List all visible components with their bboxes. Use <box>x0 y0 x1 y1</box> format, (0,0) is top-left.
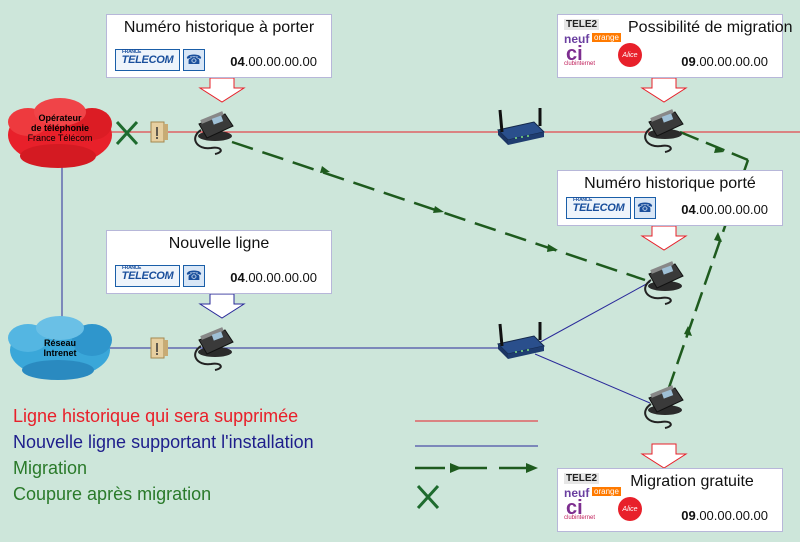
isp-logos: TELE2 neuf orange ci clubinternet Alice <box>564 19 646 69</box>
phone-icon <box>193 327 235 372</box>
box-title: Possibilité de migration <box>628 19 793 36</box>
migration-arrowhead <box>684 326 692 336</box>
cloud-operator-label: Opérateur de téléphonie France Télécom <box>10 113 110 143</box>
box-title: Migration gratuite <box>630 473 754 490</box>
migration-arrowhead <box>714 146 724 153</box>
box-number: 04.00.00.00.00 <box>230 270 317 285</box>
cloud-operator-line1: Opérateur <box>38 113 82 123</box>
cloud-operator-line2: de téléphonie <box>30 123 89 133</box>
box-title: Numéro historique à porter <box>123 19 315 36</box>
phone-icon <box>643 261 685 306</box>
phone-icon: ☎ <box>183 265 205 287</box>
phone-icon: ☎ <box>634 197 656 219</box>
legend-cut: Coupure après migration <box>13 484 212 504</box>
isp-logos: TELE2 neuf orange ci clubinternet Alice <box>564 473 646 523</box>
router-icon <box>496 320 546 361</box>
down-arrow-icon <box>199 293 245 319</box>
cloud-internet-line2: Intrenet <box>43 348 77 358</box>
down-arrow-icon <box>199 77 245 103</box>
migration-arrowhead <box>320 166 330 173</box>
box-number: 04.00.00.00.00 <box>230 54 317 69</box>
legend-migration: Migration <box>13 458 88 478</box>
phone-icon <box>643 385 685 430</box>
router-to-phone-bottom <box>534 353 651 404</box>
box-free-migration: TELE2 neuf orange ci clubinternet Alice … <box>557 468 783 532</box>
migration-path-1 <box>231 140 646 282</box>
box-title: Nouvelle ligne <box>168 235 270 252</box>
cut-cross-icon <box>115 120 139 146</box>
router-icon <box>496 106 546 147</box>
phone-icon <box>193 111 235 156</box>
legend-historic-line: Ligne historique qui sera supprimée <box>13 406 299 426</box>
cloud-internet-line1: Réseau <box>43 338 77 348</box>
down-arrow-icon <box>641 443 687 469</box>
box-number: 09.00.00.00.00 <box>681 508 768 523</box>
phone-icon: ☎ <box>183 49 205 71</box>
migration-arrowhead <box>433 206 444 213</box>
box-title: Numéro historique porté <box>584 175 756 192</box>
cloud-internet-label: Réseau Intrenet <box>10 338 110 358</box>
migration-arrowhead <box>547 244 558 252</box>
router-to-phone-mid <box>534 281 651 346</box>
cloud-operator-line3: France Télécom <box>27 133 93 143</box>
down-arrow-icon <box>641 225 687 251</box>
cut-cross-icon <box>416 484 440 510</box>
legend-new-line: Nouvelle ligne supportant l'installation <box>13 432 314 452</box>
migration-arrowhead <box>714 232 722 242</box>
wall-socket-icon <box>150 337 169 359</box>
cloud-icon <box>8 316 112 380</box>
box-migration-possibility: TELE2 neuf orange ci clubinternet Alice … <box>557 14 793 78</box>
box-number: 04.00.00.00.00 <box>681 202 768 217</box>
box-number: 09.00.00.00.00 <box>681 54 768 69</box>
phone-icon <box>643 109 685 154</box>
down-arrow-icon <box>641 77 687 103</box>
cloud-icon <box>8 98 112 168</box>
wall-socket-icon <box>150 121 169 143</box>
legend-migration-sample <box>415 463 540 473</box>
